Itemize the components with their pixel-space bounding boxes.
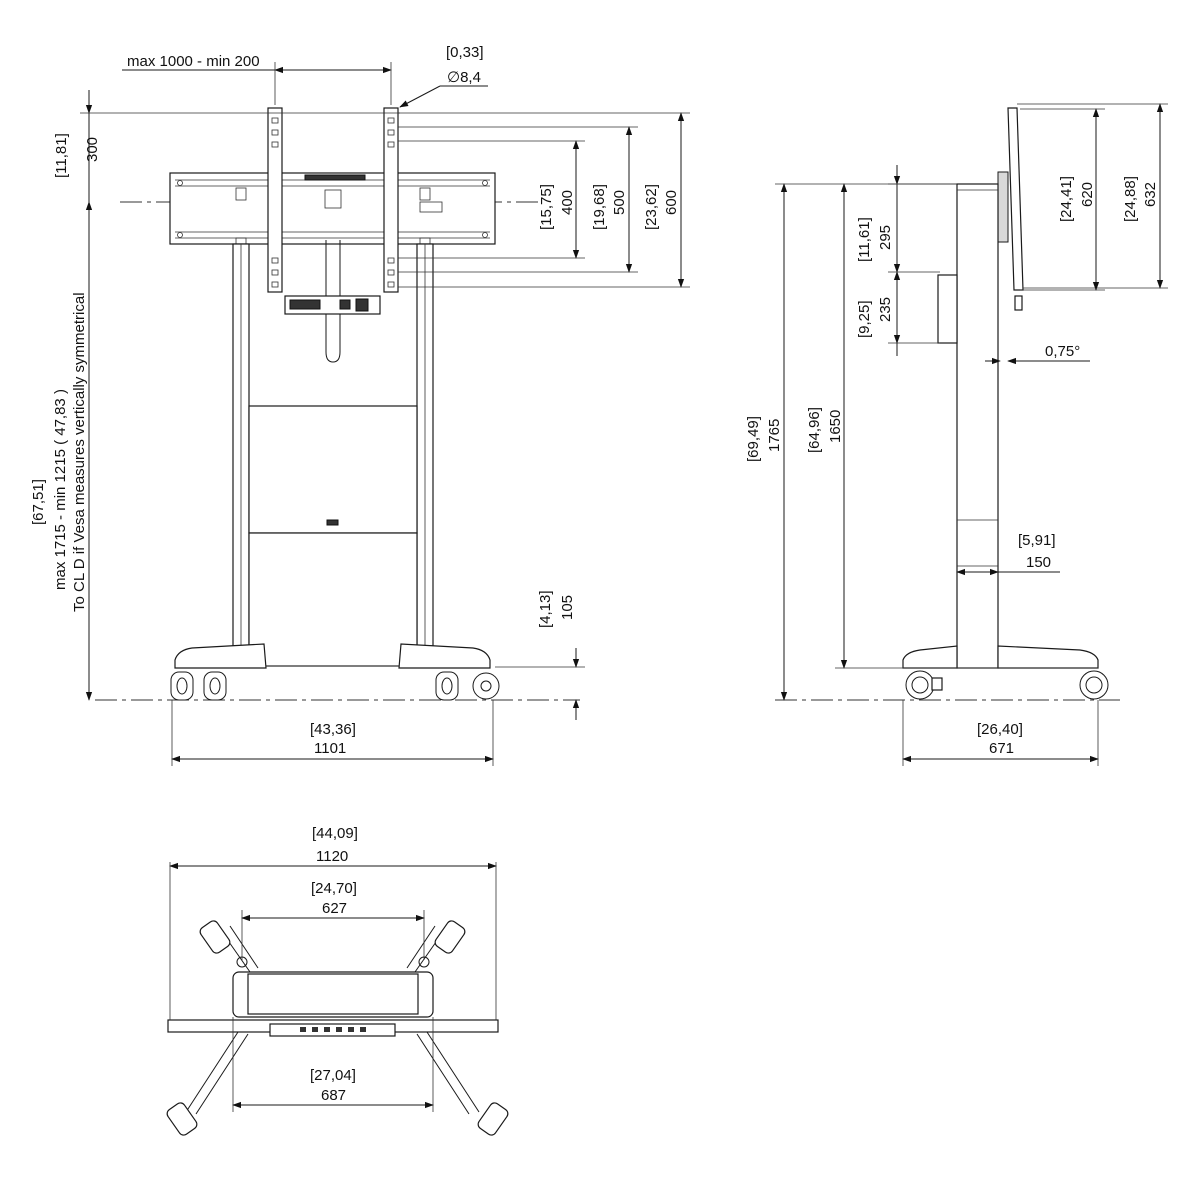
height-metric: max 1715 - min 1215 ( 47,83 ) (52, 389, 69, 590)
hole-imperial: [0,33] (446, 44, 484, 61)
mount-width-label: max 1000 - min 200 (127, 53, 260, 70)
casters (170, 671, 500, 701)
height-imperial: [67,51] (30, 479, 47, 525)
vesa-500-metric: 500 (611, 190, 628, 215)
base-depth-imperial: [26,40] (977, 721, 1023, 738)
display-632-metric: 632 (1142, 182, 1159, 207)
dim-depth-150: [5,91] 150 (956, 532, 1060, 576)
dim-top-overall: [44,09] 1120 (169, 825, 497, 1020)
total-height-metric: 1765 (766, 419, 783, 452)
tilt-angle: 0,75° (1045, 343, 1080, 360)
width-imperial: [43,36] (310, 721, 356, 738)
tray-235-metric: 235 (877, 297, 894, 322)
side-base (902, 645, 1109, 700)
base-feet (174, 643, 491, 669)
dim-top-base: [27,04] 687 (232, 1017, 434, 1112)
vesa-600-metric: 600 (663, 190, 680, 215)
vesa-arms (267, 107, 399, 293)
wall-plate (169, 172, 496, 251)
base-width-metric: 687 (321, 1087, 346, 1104)
inner-width-imperial: [24,70] (311, 880, 357, 897)
dim-tilt: 0,75° (985, 343, 1090, 365)
vesa-400-metric: 400 (559, 190, 576, 215)
display-panel (997, 107, 1024, 311)
side-column (937, 183, 999, 669)
shelf-imperial: [4,13] (537, 590, 554, 628)
total-height-imperial: [69,49] (745, 416, 762, 462)
vesa-500-imperial: [19,68] (591, 184, 608, 230)
control-box (284, 295, 381, 315)
dim-hole: [0,33] ∅8,4 (399, 44, 488, 108)
dim-width: [43,36] 1101 (171, 700, 494, 766)
offset-295-metric: 295 (877, 225, 894, 250)
column-height-imperial: [64,96] (806, 407, 823, 453)
display-620-metric: 620 (1079, 182, 1096, 207)
top-base-housing (232, 956, 434, 1037)
dim-top-offset: [11,81] 300 (53, 90, 400, 202)
dim-display: [24,41] 620 [24,88] 632 (1017, 103, 1168, 291)
display-620-imperial: [24,41] (1058, 176, 1075, 222)
depth-150-imperial: [5,91] (1018, 532, 1056, 549)
dim-top-inner: [24,70] 627 (241, 880, 425, 960)
top-legs (166, 920, 509, 1136)
tray-235-imperial: [9,25] (856, 300, 873, 338)
base-width-imperial: [27,04] (310, 1067, 356, 1084)
overall-width-metric: 1120 (316, 848, 348, 865)
dim-mount-width: max 1000 - min 200 (122, 53, 392, 105)
width-metric: 1101 (314, 740, 346, 757)
dim-side-heights: [69,49] 1765 [64,96] 1650 (745, 183, 957, 701)
cable-tube (325, 240, 341, 363)
depth-150-metric: 150 (1026, 554, 1051, 571)
top-offset-metric: 300 (84, 137, 101, 162)
dim-shelf: [4,13] 105 (495, 590, 585, 720)
offset-295-imperial: [11,61] (856, 217, 873, 262)
top-view: [44,09] 1120 [24,70] 627 [27,04] 687 (166, 825, 509, 1136)
columns (232, 243, 434, 667)
overall-width-imperial: [44,09] (312, 825, 358, 842)
hole-metric: ∅8,4 (447, 69, 481, 86)
display-632-imperial: [24,88] (1122, 176, 1139, 222)
vesa-600-imperial: [23,62] (643, 184, 660, 230)
vesa-400-imperial: [15,75] (538, 184, 555, 230)
dim-vesa: [15,75] 400 [19,68] 500 [23,62] 600 (398, 112, 690, 288)
side-view: [24,41] 620 [24,88] 632 [11,61] 295 [9,2… (745, 103, 1168, 766)
top-offset-imperial: [11,81] (53, 133, 70, 178)
inner-width-metric: 627 (322, 900, 347, 917)
dim-height: [67,51] max 1715 - min 1215 ( 47,83 ) To… (30, 201, 93, 701)
column-height-metric: 1650 (827, 410, 844, 443)
front-view: max 1000 - min 200 [0,33] ∅8,4 [11,81] 3… (30, 44, 690, 766)
height-note: To CL D if Vesa measures vertically symm… (71, 292, 88, 612)
shelf-metric: 105 (559, 595, 576, 620)
base-depth-metric: 671 (989, 740, 1014, 757)
dim-base-depth: [26,40] 671 (902, 700, 1099, 766)
